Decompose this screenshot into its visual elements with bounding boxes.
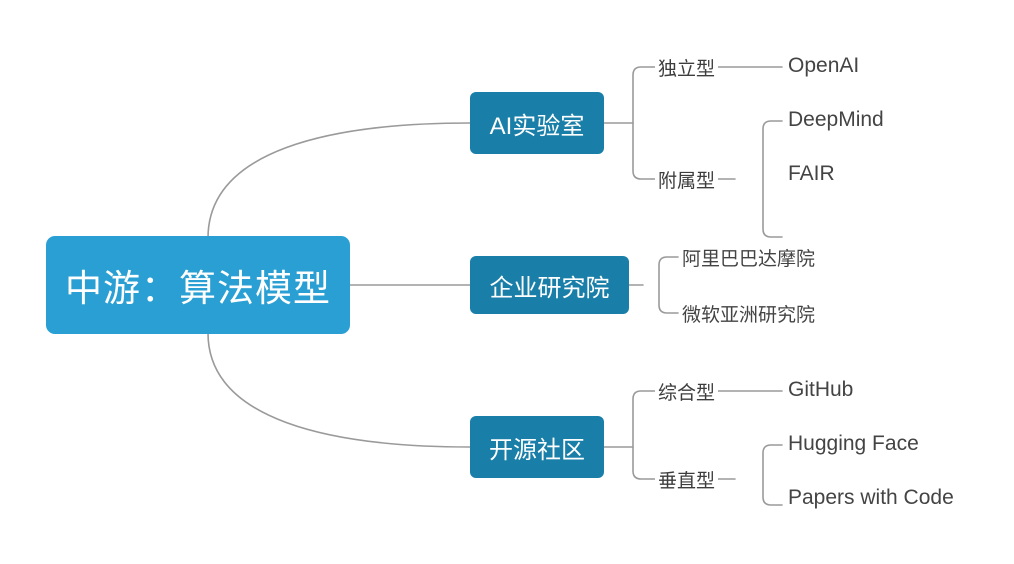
connector-group-0-1-bracket bbox=[762, 120, 783, 238]
branch-node-label: 企业研究院 bbox=[489, 274, 610, 302]
leaf-label-fair[interactable]: FAIR bbox=[788, 162, 835, 185]
branch-node-enterprise-research[interactable]: 企业研究院 bbox=[470, 256, 629, 314]
branch-node-open-source[interactable]: 开源社区 bbox=[470, 416, 604, 478]
connector-branch-1-bracket bbox=[658, 256, 679, 314]
branch-node-label: AI实验室 bbox=[489, 112, 585, 140]
branch-node-label: 开源社区 bbox=[489, 436, 585, 464]
connector-group-2-1-bracket bbox=[762, 444, 783, 506]
root-node[interactable]: 中游：算法模型 bbox=[46, 236, 350, 334]
leaf-label-papers-with-code[interactable]: Papers with Code bbox=[788, 486, 954, 509]
connector-root-to-branch-2 bbox=[207, 332, 471, 448]
group-label-vertical[interactable]: 垂直型 bbox=[655, 466, 719, 493]
leaf-label-github[interactable]: GitHub bbox=[788, 378, 854, 401]
group-label-independent[interactable]: 独立型 bbox=[655, 54, 719, 81]
leaf-label-deepmind[interactable]: DeepMind bbox=[788, 108, 884, 131]
group-label-comprehensive[interactable]: 综合型 bbox=[655, 378, 719, 405]
connector-branch-0-bracket bbox=[632, 66, 653, 180]
leaf-label-msra[interactable]: 微软亚洲研究院 bbox=[682, 305, 816, 326]
leaf-label-hugging-face[interactable]: Hugging Face bbox=[788, 432, 919, 455]
leaf-label-openai[interactable]: OpenAI bbox=[788, 54, 860, 77]
branch-node-ai-lab[interactable]: AI实验室 bbox=[470, 92, 604, 154]
connector-root-to-branch-0 bbox=[207, 122, 471, 239]
connector-branch-2-bracket bbox=[632, 390, 653, 480]
group-label-affiliated[interactable]: 附属型 bbox=[655, 166, 719, 193]
root-node-label: 中游：算法模型 bbox=[65, 268, 331, 309]
leaf-label-damo-academy[interactable]: 阿里巴巴达摩院 bbox=[682, 249, 816, 270]
